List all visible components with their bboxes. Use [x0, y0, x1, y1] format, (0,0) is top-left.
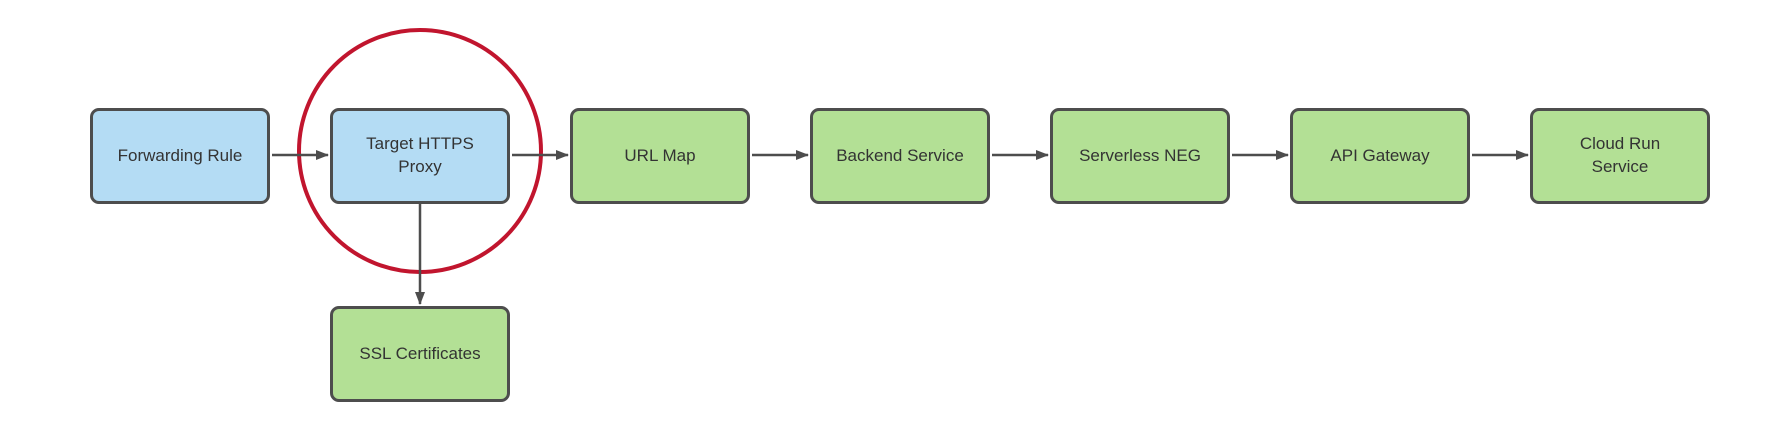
- node-api-gateway: API Gateway: [1290, 108, 1470, 204]
- node-forwarding-rule: Forwarding Rule: [90, 108, 270, 204]
- node-label: Forwarding Rule: [117, 145, 243, 165]
- node-cloud-run-service: Cloud Run Service: [1530, 108, 1710, 204]
- node-label: SSL Certificates: [359, 343, 481, 363]
- node-label: Serverless NEG: [1079, 145, 1201, 165]
- node-target-https-proxy: Target HTTPS Proxy: [330, 108, 510, 204]
- node-label: URL Map: [624, 145, 696, 165]
- node-url-map: URL Map: [570, 108, 750, 204]
- node-label: Backend Service: [836, 145, 964, 165]
- node-backend-service: Backend Service: [810, 108, 990, 204]
- node-ssl-certificates: SSL Certificates: [330, 306, 510, 402]
- node-label: Cloud Run Service: [1579, 134, 1661, 176]
- node-serverless-neg: Serverless NEG: [1050, 108, 1230, 204]
- node-label: Target HTTPS Proxy: [366, 134, 474, 176]
- node-label: API Gateway: [1330, 145, 1430, 165]
